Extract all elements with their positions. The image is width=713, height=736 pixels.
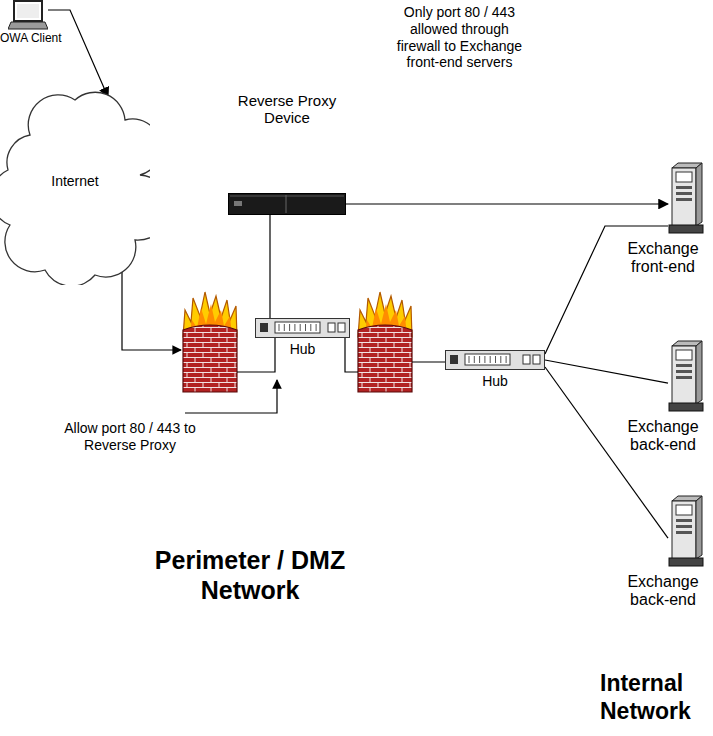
proxy-device	[228, 193, 346, 215]
node-label: Hub	[255, 341, 350, 357]
hub-device	[445, 350, 545, 370]
node-label: Exchange back-end	[617, 418, 709, 455]
exchange-server: Exchange back-end	[617, 340, 709, 455]
network-link	[269, 215, 270, 318]
firewall-symbol	[358, 292, 412, 392]
network-hub: Hub	[255, 318, 350, 357]
network-link	[545, 360, 668, 383]
node-label: OWA Client	[0, 32, 72, 46]
network-wire	[412, 361, 445, 362]
network-link	[346, 203, 668, 204]
leader-arrow	[185, 380, 277, 413]
internet-cloud: Internet	[0, 75, 150, 285]
exchange-server: Exchange front-end	[617, 162, 709, 277]
exchange-server: Exchange back-end	[617, 495, 709, 610]
laptop-icon	[8, 0, 48, 30]
callout-note: Only port 80 / 443 allowed through firew…	[392, 4, 527, 71]
client-laptop: OWA Client	[0, 0, 72, 46]
network-wire	[122, 268, 181, 350]
zone-label: Internal Network	[600, 670, 710, 725]
network-wire	[345, 338, 358, 372]
firewall-symbol	[183, 292, 237, 392]
network-link	[48, 10, 108, 97]
callout-note: Allow port 80 / 443 to Reverse Proxy	[40, 420, 220, 454]
server-icon	[668, 340, 704, 412]
node-label: Exchange front-end	[617, 240, 709, 277]
node-label: Exchange back-end	[617, 573, 709, 610]
reverse-proxy: Reverse Proxy Device	[228, 92, 346, 215]
zone-label: Perimeter / DMZ Network	[130, 545, 370, 605]
hub-device	[255, 318, 350, 338]
network-hub: Hub	[445, 350, 545, 389]
node-label: Hub	[445, 373, 545, 389]
server-icon	[668, 495, 704, 567]
server-icon	[668, 162, 704, 234]
network-wire	[237, 338, 275, 372]
node-label: Internet	[0, 75, 150, 189]
node-label: Reverse Proxy Device	[237, 92, 337, 127]
